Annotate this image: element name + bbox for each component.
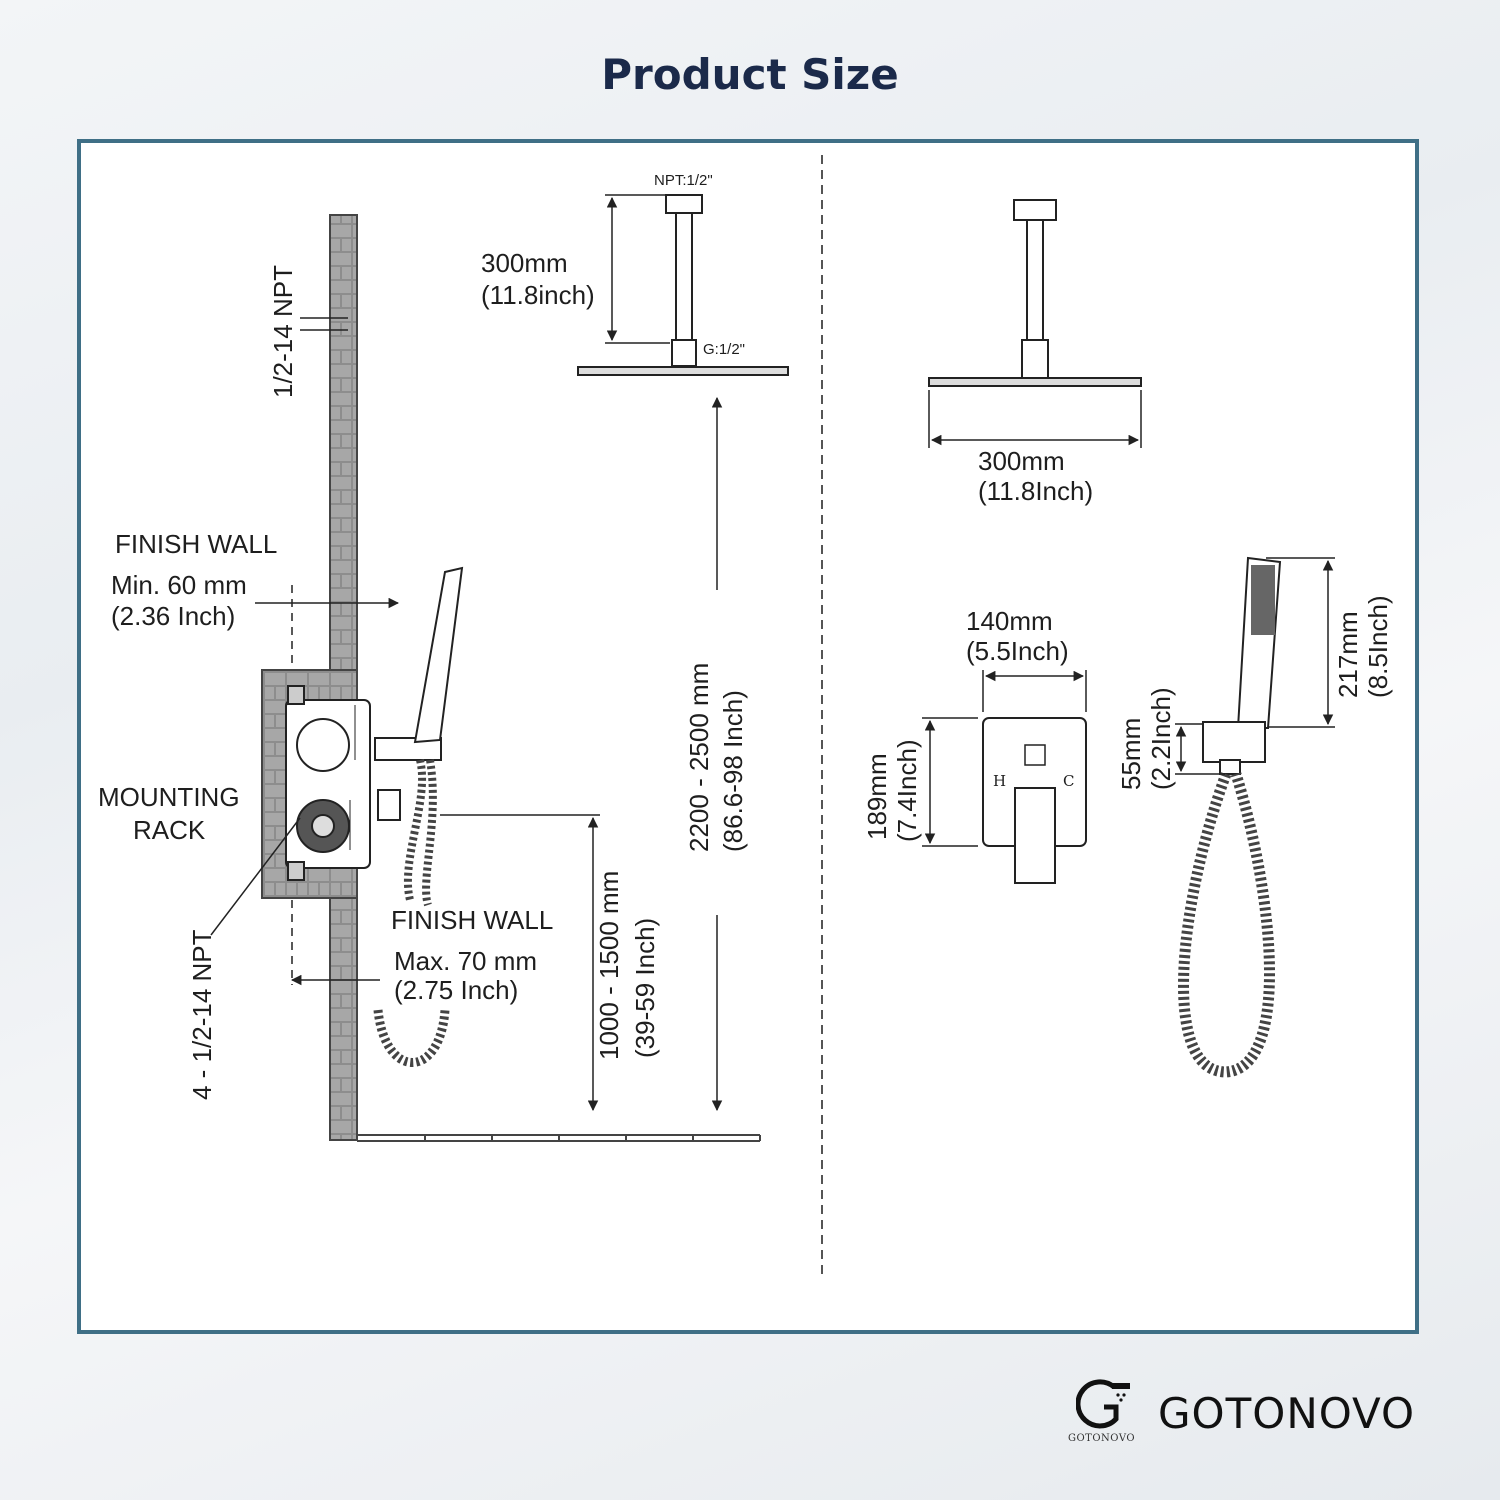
brand-logo: GOTONOVO GOTONOVO [1068, 1375, 1438, 1455]
npt-top-label: 1/2-14 NPT [268, 265, 298, 398]
page-title: Product Size [601, 50, 899, 99]
handheld-length-inch-label: (8.5Inch) [1363, 595, 1393, 698]
right-shower-head [928, 199, 1142, 387]
arm-npt-label: NPT:1/2" [654, 172, 713, 189]
holder-height-label: 55mm [1116, 718, 1146, 790]
hot-label: H [993, 772, 1006, 790]
mounting-rack-label-2: RACK [133, 815, 206, 845]
right-head-dimension [928, 390, 1142, 448]
gotonovo-logo-icon [1076, 1379, 1130, 1429]
finish-wall-top-label: FINISH WALL [115, 529, 277, 559]
left-dimension-lines [210, 194, 723, 1112]
plate-width-label: 140mm [966, 606, 1053, 636]
logo-small-text: GOTONOVO [1068, 1433, 1136, 1444]
trim-plate-dimensions [922, 670, 1087, 847]
min-depth-inch-label: (2.36 Inch) [111, 601, 235, 631]
arm-length-label: 300mm [481, 248, 568, 278]
head-height-inch-label: (86.6-98 Inch) [718, 690, 748, 852]
arm-length-inch-label: (11.8inch) [481, 280, 595, 310]
handheld-dimensions [1175, 557, 1335, 775]
brand-name: GOTONOVO [1158, 1389, 1416, 1438]
plate-width-inch-label: (5.5Inch) [966, 636, 1069, 666]
head-height-label: 2200 - 2500 mm [684, 663, 714, 852]
arm-g-label: G:1/2" [703, 341, 745, 358]
plate-height-label: 189mm [862, 753, 892, 840]
head-width-label: 300mm [978, 446, 1065, 476]
min-depth-label: Min. 60 mm [111, 570, 247, 600]
handheld-length-label: 217mm [1333, 611, 1363, 698]
valve-height-inch-label: (39-59 Inch) [630, 918, 660, 1058]
right-handheld [1178, 556, 1282, 1078]
valve-body [285, 685, 371, 881]
left-handheld [373, 566, 464, 1067]
holder-height-inch-label: (2.2Inch) [1146, 687, 1176, 790]
finish-wall-bottom-label: FINISH WALL [391, 905, 553, 935]
cold-label: C [1063, 772, 1074, 790]
valve-height-label: 1000 - 1500 mm [594, 871, 624, 1060]
plate-height-inch-label: (7.4Inch) [892, 739, 922, 842]
left-shower-arm [577, 194, 789, 376]
head-width-inch-label: (11.8Inch) [978, 476, 1093, 506]
max-depth-inch-label: (2.75 Inch) [394, 975, 518, 1005]
npt-bottom-label: 4 - 1/2-14 NPT [187, 929, 217, 1100]
mounting-rack-label: MOUNTING [98, 782, 240, 812]
max-depth-label: Max. 70 mm [394, 946, 537, 976]
trim-plate [982, 717, 1087, 884]
